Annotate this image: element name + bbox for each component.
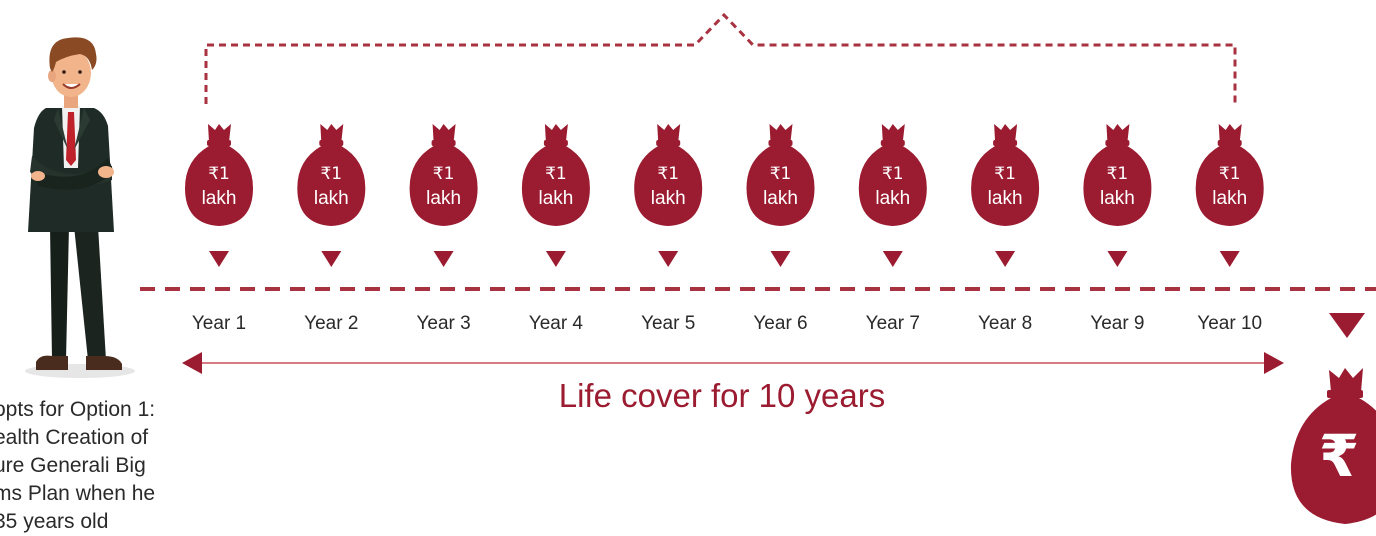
rupee-bag-icon: ₹	[1290, 368, 1376, 524]
bag-amount: ₹1	[1107, 164, 1129, 184]
scenario-caption: opts for Option 1: ealth Creation of ure G…	[0, 396, 224, 536]
life-cover-label: Life cover for 10 years	[559, 377, 886, 414]
bag-unit: lakh	[538, 188, 573, 209]
bag-unit: lakh	[1212, 188, 1247, 209]
year-label: Year 7	[866, 313, 920, 334]
bag-amount: ₹1	[545, 164, 567, 184]
money-bag-icon: ₹1 lakh	[971, 124, 1040, 226]
bag-unit: lakh	[763, 188, 798, 209]
year-label: Year 1	[192, 313, 246, 334]
bag-amount: ₹1	[433, 164, 455, 184]
bag-amount: ₹1	[1219, 164, 1241, 184]
money-bag-icon: ₹1 lakh	[409, 124, 478, 226]
life-cover-arrow	[182, 352, 1284, 374]
down-arrow	[321, 251, 342, 267]
money-bag-icon: ₹1 lakh	[858, 124, 927, 226]
maturity-arrow	[1329, 313, 1365, 338]
money-bag-icon: ₹1 lakh	[297, 124, 366, 226]
grouping-bracket	[204, 12, 1237, 104]
money-bag-icon: ₹1 lakh	[746, 124, 815, 226]
year-label: Year 5	[641, 313, 695, 334]
bag-unit: lakh	[202, 188, 237, 209]
money-bag-icon: ₹1 lakh	[634, 124, 703, 226]
money-bag-icon: ₹1 lakh	[1195, 124, 1264, 226]
money-bag-icon: ₹1 lakh	[185, 124, 253, 226]
bag-amount: ₹1	[320, 164, 342, 184]
down-arrow	[770, 251, 791, 267]
down-arrow	[658, 251, 679, 267]
large-bag-rupee-symbol: ₹	[1319, 422, 1359, 490]
caption-line: ms Plan when he	[0, 482, 156, 505]
caption-line: opts for Option 1:	[0, 398, 156, 421]
bag-unit: lakh	[875, 188, 910, 209]
year-label: Year 2	[304, 313, 358, 334]
year-label: Year 3	[416, 313, 470, 334]
caption-line: ure Generali Big	[0, 454, 146, 477]
caption-line: 35 years old	[0, 510, 109, 533]
money-bag-icon: ₹1 lakh	[521, 124, 590, 226]
bag-unit: lakh	[1100, 188, 1135, 209]
bag-amount: ₹1	[882, 164, 904, 184]
down-arrow	[1107, 251, 1128, 267]
down-arrow	[209, 251, 229, 267]
bag-amount: ₹1	[994, 164, 1016, 184]
bag-amount: ₹1	[657, 164, 679, 184]
down-arrow	[545, 251, 566, 267]
year-label: Year 8	[978, 313, 1032, 334]
year-label: Year 6	[753, 313, 807, 334]
down-arrow	[882, 251, 903, 267]
businessman-illustration	[25, 37, 135, 378]
year-label: Year 10	[1197, 313, 1262, 334]
year-label: Year 9	[1090, 313, 1144, 334]
bag-amount: ₹1	[770, 164, 792, 184]
year-label: Year 4	[529, 313, 584, 334]
down-arrow	[1219, 251, 1240, 267]
caption-line: ealth Creation of	[0, 426, 149, 449]
down-arrow	[995, 251, 1016, 267]
bag-amount: ₹1	[208, 164, 230, 184]
money-bag-icon: ₹1 lakh	[1083, 124, 1152, 226]
bag-unit: lakh	[426, 188, 461, 209]
bag-unit: lakh	[314, 188, 349, 209]
down-arrow	[433, 251, 454, 267]
bag-unit: lakh	[651, 188, 686, 209]
bag-unit: lakh	[988, 188, 1023, 209]
